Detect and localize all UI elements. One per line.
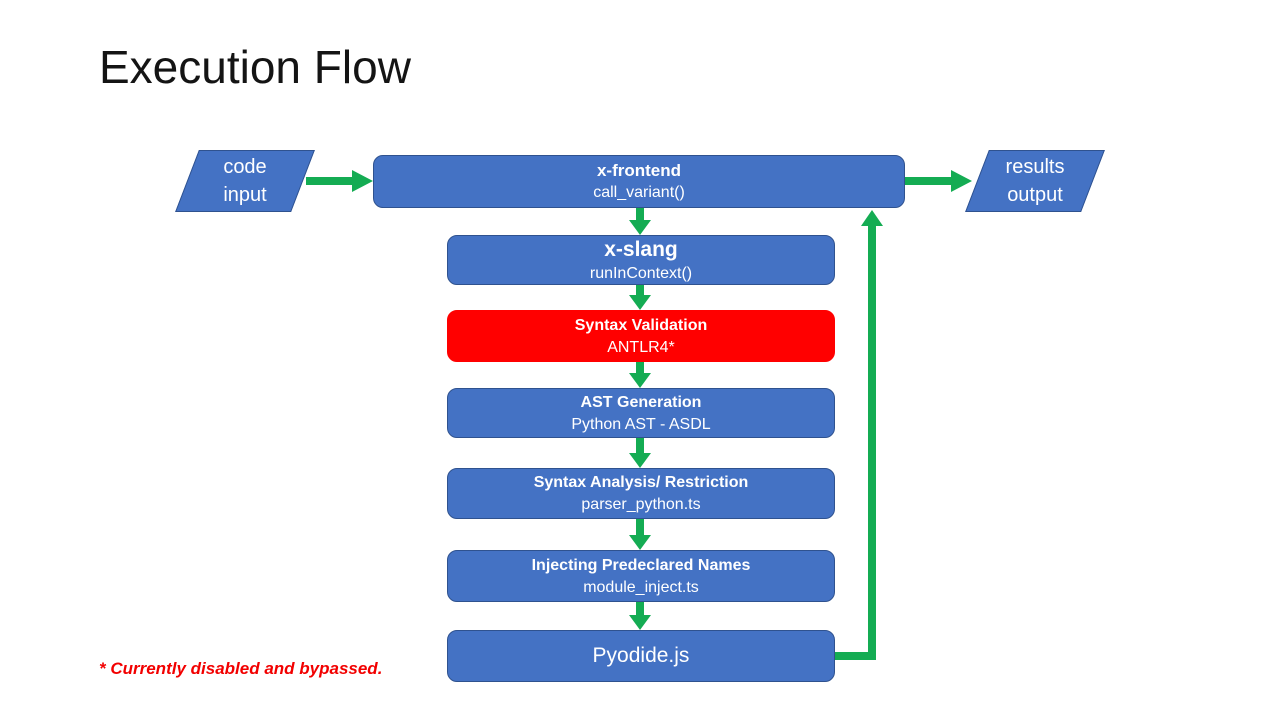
node-subtitle: Python AST - ASDL bbox=[571, 415, 711, 433]
node-x-frontend: x-frontend call_variant() bbox=[373, 155, 905, 208]
arrow-stem-horizontal bbox=[835, 652, 876, 660]
arrow-stem bbox=[636, 285, 644, 296]
io-results-output-line2: output bbox=[1007, 184, 1063, 206]
arrow-stem bbox=[636, 208, 644, 220]
io-code-input-line1: code bbox=[223, 156, 267, 178]
arrow-head-right-icon bbox=[951, 170, 972, 192]
io-code-input-line2: input bbox=[223, 184, 267, 206]
node-subtitle: module_inject.ts bbox=[583, 578, 699, 596]
page-title: Execution Flow bbox=[99, 41, 411, 93]
arrow-stem bbox=[905, 177, 953, 185]
arrow-head-down-icon bbox=[629, 220, 651, 235]
io-results-output-line1: results bbox=[1005, 156, 1065, 178]
node-title: Pyodide.js bbox=[592, 644, 690, 667]
node-syntax-validation: Syntax Validation ANTLR4* bbox=[447, 310, 835, 362]
arrow-stem bbox=[636, 438, 644, 453]
node-pyodide-js: Pyodide.js bbox=[447, 630, 835, 682]
node-injecting-predeclared-names: Injecting Predeclared Names module_injec… bbox=[447, 550, 835, 602]
arrow-stem bbox=[636, 602, 644, 615]
arrow-head-down-icon bbox=[629, 373, 651, 388]
node-subtitle: call_variant() bbox=[593, 184, 685, 201]
node-title: x-slang bbox=[604, 237, 678, 261]
arrow-head-down-icon bbox=[629, 615, 651, 630]
node-title: AST Generation bbox=[580, 393, 702, 411]
arrow-stem bbox=[636, 519, 644, 535]
node-subtitle: parser_python.ts bbox=[581, 496, 701, 513]
node-subtitle: ANTLR4* bbox=[607, 338, 675, 356]
arrow-head-down-icon bbox=[629, 535, 651, 550]
footnote: * Currently disabled and bypassed. bbox=[99, 659, 383, 678]
arrow-head-up-icon bbox=[861, 210, 883, 226]
node-title: Injecting Predeclared Names bbox=[531, 556, 751, 574]
node-title: x-frontend bbox=[596, 161, 682, 180]
arrow-head-down-icon bbox=[629, 453, 651, 468]
io-code-input-label: code input bbox=[187, 150, 303, 212]
node-syntax-analysis-restriction: Syntax Analysis/ Restriction parser_pyth… bbox=[447, 468, 835, 519]
arrow-stem bbox=[306, 177, 354, 185]
arrow-stem-vertical bbox=[868, 226, 876, 660]
node-title: Syntax Validation bbox=[574, 316, 708, 334]
arrow-stem bbox=[636, 362, 644, 373]
arrow-head-down-icon bbox=[629, 295, 651, 310]
io-results-output-label: results output bbox=[977, 150, 1093, 212]
io-results-output: results output bbox=[965, 150, 1105, 212]
node-title: Syntax Analysis/ Restriction bbox=[533, 474, 749, 491]
node-subtitle: runInContext() bbox=[589, 264, 693, 282]
node-x-slang: x-slang runInContext() bbox=[447, 235, 835, 285]
io-code-input: code input bbox=[175, 150, 315, 212]
arrow-head-right-icon bbox=[352, 170, 373, 192]
node-ast-generation: AST Generation Python AST - ASDL bbox=[447, 388, 835, 438]
